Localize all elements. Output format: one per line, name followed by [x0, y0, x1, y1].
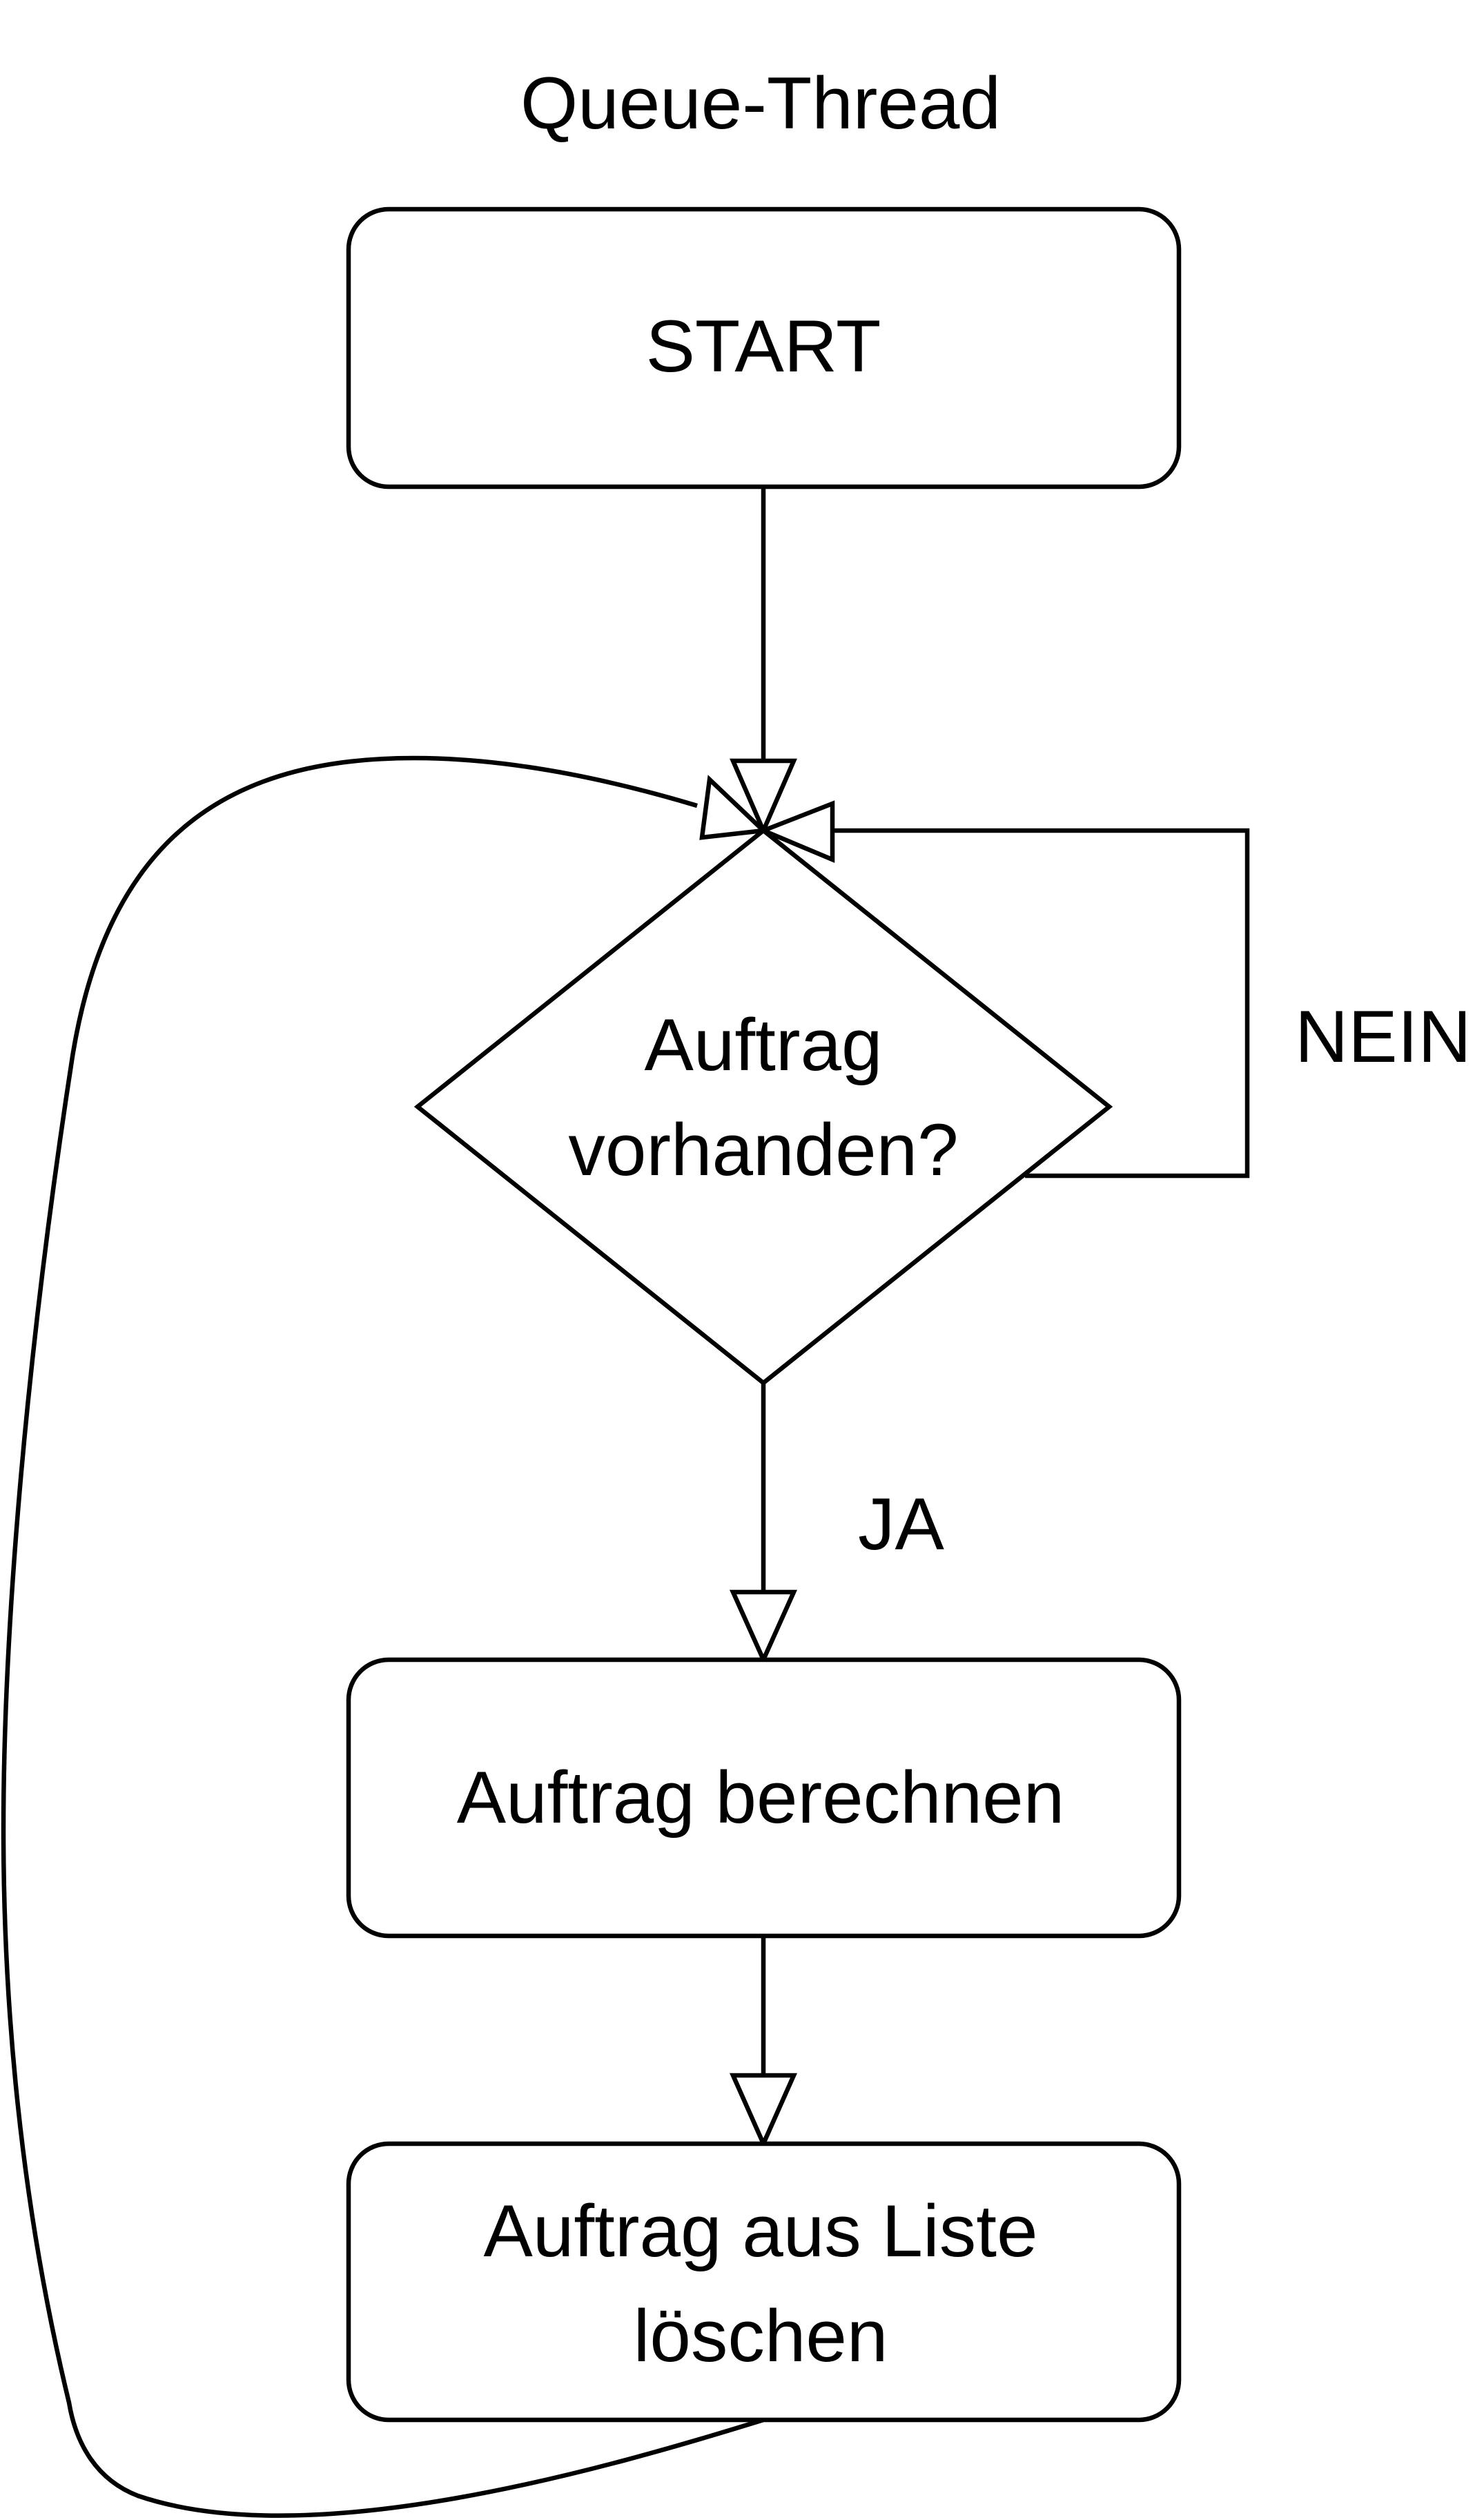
arrowhead-down: [730, 758, 797, 837]
connector-return-loop: [1, 755, 769, 2518]
start-label: START: [646, 304, 881, 387]
arrowhead-return: [699, 775, 769, 840]
arrowhead-left: [757, 800, 835, 863]
delete-node: Auftrag aus Liste löschen: [346, 2141, 1182, 2423]
decision-node: Auftrag vorhanden?: [413, 827, 1113, 1386]
connector-no-loop: NEIN: [757, 800, 1472, 1179]
decision-label-line-2: vorhanden?: [568, 1108, 958, 1191]
connector-compute-to-delete: [729, 1936, 798, 2150]
compute-label: Auftrag berechnen: [457, 1756, 1064, 1839]
connector-start-to-decision: [730, 487, 797, 837]
delete-label-line-2: löschen: [634, 2294, 888, 2377]
compute-node: Auftrag berechnen: [346, 1657, 1182, 1939]
diagram-title: Queue-Thread: [520, 61, 1001, 144]
start-node: START: [346, 206, 1182, 490]
delete-box: [346, 2141, 1182, 2423]
decision-diamond: [413, 827, 1113, 1386]
decision-label-line-1: Auftrag: [645, 1003, 883, 1086]
yes-label: JA: [858, 1482, 945, 1565]
arrowhead-down: [729, 1589, 798, 1665]
arrowhead-down: [729, 2073, 798, 2150]
delete-label-line-1: Auftrag aus Liste: [484, 2189, 1038, 2272]
connector-yes: JA: [729, 1383, 945, 1665]
no-label: NEIN: [1295, 995, 1472, 1078]
